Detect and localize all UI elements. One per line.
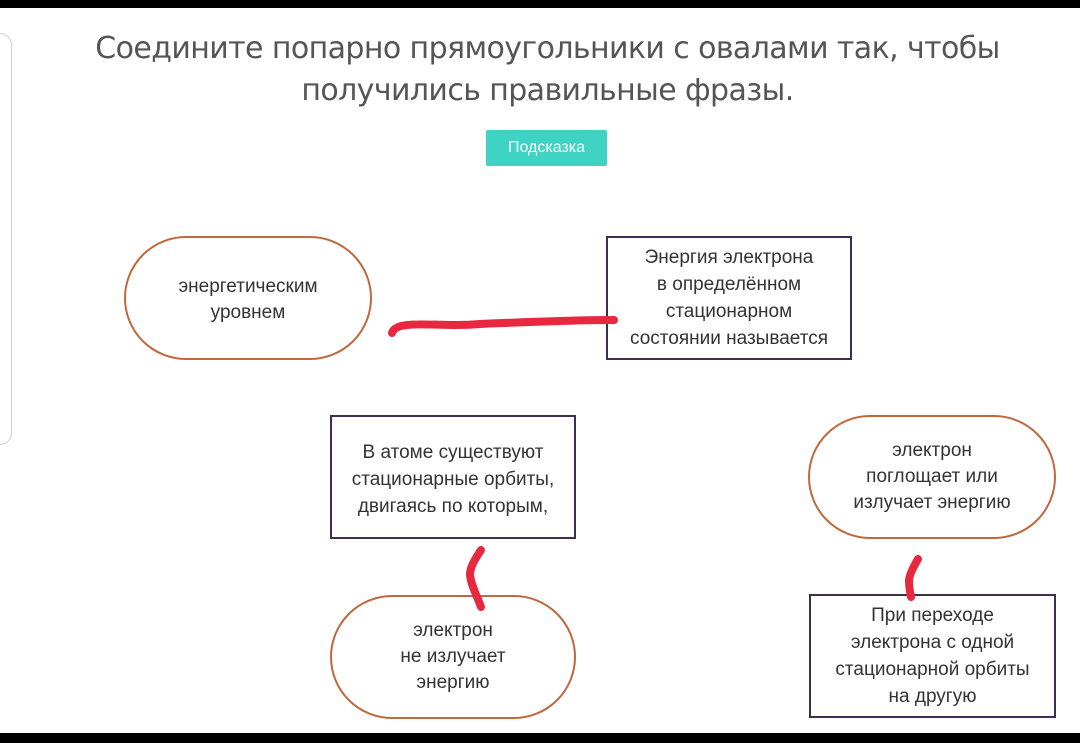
rect-energy-called-text: Энергия электрона в определённом стацион… xyxy=(630,247,828,349)
oval-absorbs-emits[interactable]: электрон поглощает или излучает энергию xyxy=(808,415,1056,539)
oval-absorbs-emits-text: электрон поглощает или излучает энергию xyxy=(853,440,1011,513)
connection-line-transition xyxy=(905,555,922,601)
rect-stationary-orbits[interactable]: В атоме существуют стационарные орбиты, … xyxy=(330,415,576,539)
task-instruction: Соедините попарно прямоугольники с овала… xyxy=(95,31,1000,108)
top-black-bar xyxy=(0,0,1080,8)
oval-not-emit[interactable]: электрон не излучает энергию xyxy=(330,595,576,719)
connection-line-energy xyxy=(388,316,618,337)
bottom-black-bar xyxy=(0,733,1080,743)
rect-stationary-orbits-text: В атоме существуют стационарные орбиты, … xyxy=(351,442,555,517)
side-panel-frame xyxy=(0,33,12,445)
oval-energy-level-text: энергетическим уровнем xyxy=(178,276,318,323)
rect-transition[interactable]: При переходе электрона с одной стационар… xyxy=(809,594,1056,718)
hint-button[interactable]: Подсказка xyxy=(486,130,607,166)
rect-transition-text: При переходе электрона с одной стационар… xyxy=(835,605,1030,707)
rect-energy-called[interactable]: Энергия электрона в определённом стацион… xyxy=(606,236,852,360)
oval-energy-level[interactable]: энергетическим уровнем xyxy=(124,236,372,360)
oval-not-emit-text: электрон не излучает энергию xyxy=(400,620,506,693)
